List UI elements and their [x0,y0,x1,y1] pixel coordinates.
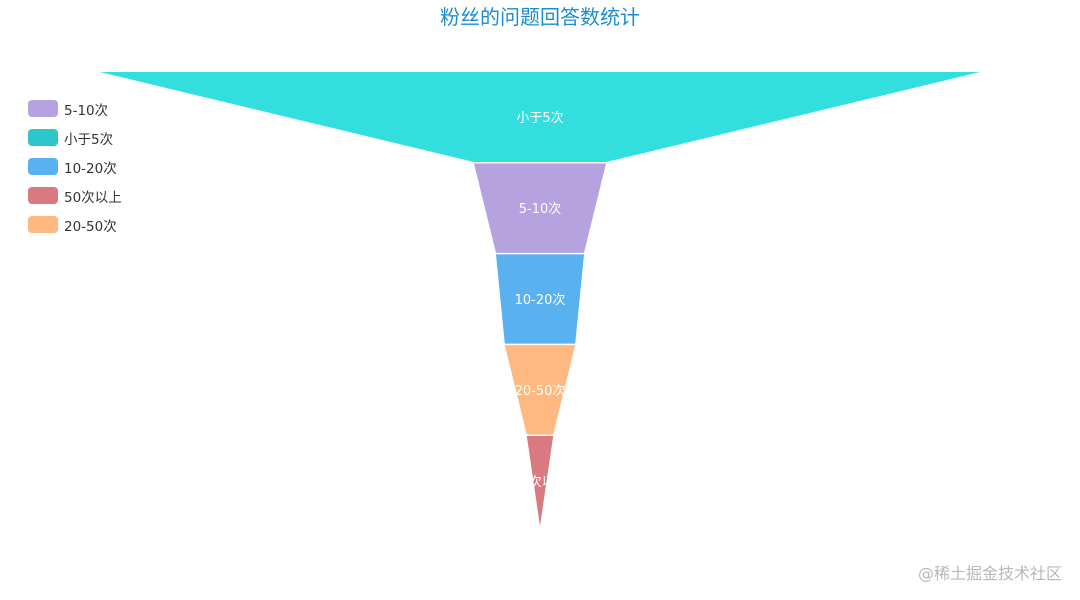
funnel-segment-label: 20-50次 [515,383,566,399]
funnel-segment[interactable] [504,345,576,435]
funnel-segment[interactable] [100,72,980,163]
legend-swatch [28,216,58,233]
legend-swatch [28,129,58,146]
legend-label: 5-10次 [64,102,109,119]
legend-swatch [28,187,58,204]
legend-item-5-10[interactable]: 5-10次 [28,94,122,123]
chart-title: 粉丝的问题回答数统计 [440,5,640,29]
funnel-segment[interactable] [474,163,606,253]
legend-label: 小于5次 [64,131,114,148]
legend: 5-10次 小于5次 10-20次 50次以上 20-50次 [28,94,122,239]
funnel-segment-label: 小于5次 [516,110,563,126]
funnel-segment-label: 5-10次 [519,201,562,217]
legend-swatch [28,100,58,117]
legend-swatch [28,158,58,175]
funnel-segment[interactable] [526,435,554,526]
legend-label: 50次以上 [64,189,122,206]
funnel-segment-label: 10-20次 [515,292,566,308]
legend-label: 20-50次 [64,218,117,235]
watermark: @稀土掘金技术社区 [917,564,1062,583]
legend-label: 10-20次 [64,160,117,177]
funnel-segment-label: 50次以上 [512,474,568,490]
legend-item-20-50[interactable]: 20-50次 [28,210,122,239]
legend-item-over-50[interactable]: 50次以上 [28,181,122,210]
legend-item-10-20[interactable]: 10-20次 [28,152,122,181]
funnel-segment[interactable] [496,254,584,344]
legend-item-under-5[interactable]: 小于5次 [28,123,122,152]
